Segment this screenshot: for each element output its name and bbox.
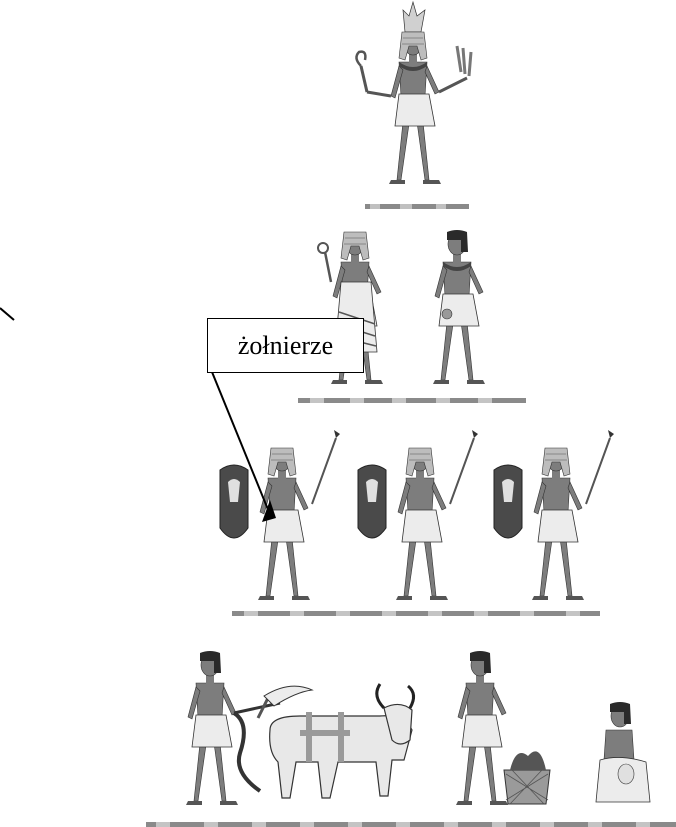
priest-figure	[432, 230, 486, 385]
arrow-icon	[262, 500, 276, 522]
basket-figure	[503, 751, 551, 805]
peasants-ground-strip	[146, 822, 676, 827]
soldier-figure-1	[219, 430, 340, 601]
ox-figure	[269, 683, 415, 799]
callout-label-text: żołnierze	[237, 330, 334, 360]
callout-leader-lines	[0, 307, 270, 513]
soldier-figure-2	[357, 430, 478, 601]
pharaoh-figure	[355, 0, 473, 185]
officials-ground-strip	[298, 398, 526, 403]
callout-label: żołnierze	[207, 318, 364, 373]
ploughman-figure	[185, 651, 281, 806]
scribe-figure	[595, 702, 651, 803]
pharaoh-ground-strip	[365, 204, 469, 209]
craftsman-figure	[455, 651, 509, 806]
soldiers-ground-strip	[232, 611, 600, 616]
soldier-figure-3	[493, 430, 614, 601]
whip-icon	[256, 685, 314, 719]
